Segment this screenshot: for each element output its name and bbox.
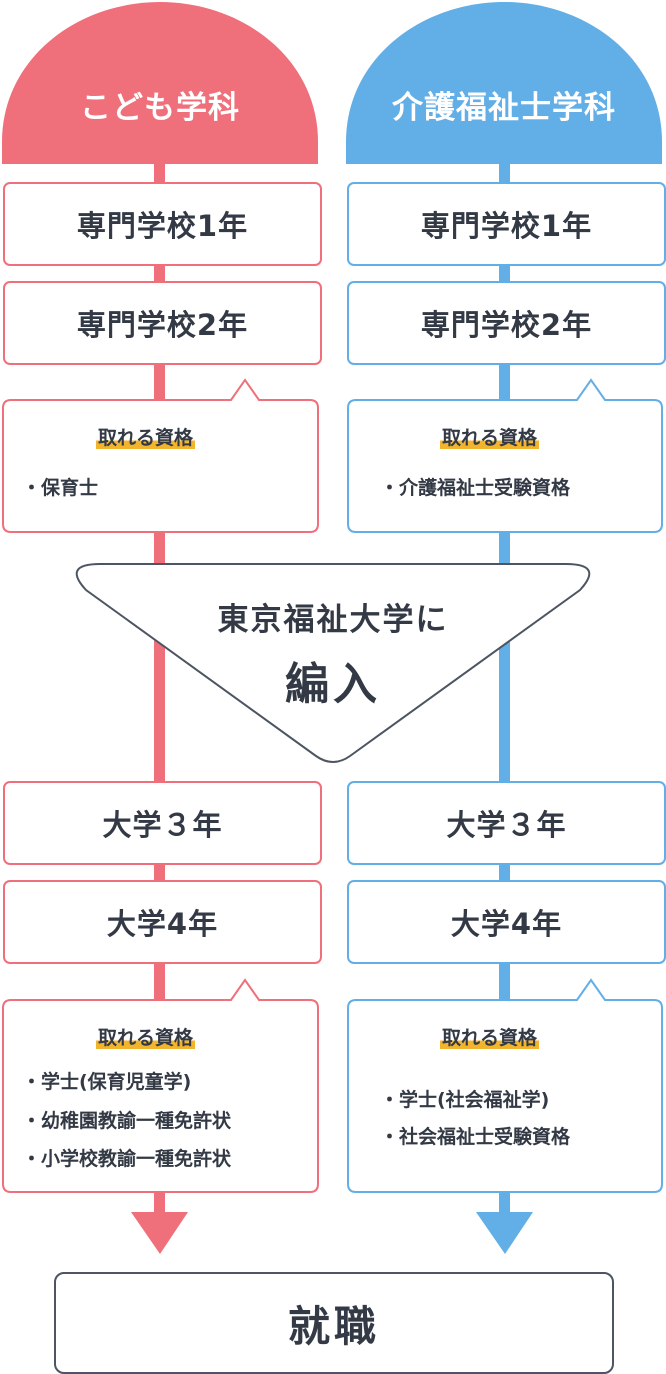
kodomo-qual-item: ・幼稚園教諭一種免許状 [22,1110,232,1132]
merge-text-line2: 編入 [285,659,381,710]
kodomo-qual-title: 取れる資格 [96,1027,196,1049]
kaigo-qual-title: 取れる資格 [440,1027,540,1049]
kaigo-qual-item: ・社会福祉士受験資格 [380,1126,571,1148]
kaigo-qual-item: ・学士(社会福祉学) [380,1089,550,1111]
kaigo-year-box: 大学３年 [347,781,666,865]
kodomo-qual-item: ・保育士 [22,477,99,499]
kaigo-qual-title: 取れる資格 [440,427,540,449]
kaigo-flow-line [499,150,510,1220]
merge-text-line1: 東京福祉大学に [217,602,449,638]
merge-triangle [75,563,591,763]
kodomo-qual-bubble-2 [2,978,319,1193]
kaigo-year-box: 大学4年 [347,880,666,964]
kaigo-year-box: 専門学校1年 [347,182,666,266]
kodomo-year-box: 専門学校1年 [3,182,322,266]
kodomo-flow-line [154,150,165,1220]
kodomo-year-box: 専門学校2年 [3,281,322,365]
kaigo-qual-bubble-1 [347,378,663,533]
kodomo-qual-item: ・小学校教諭一種免許状 [22,1148,232,1170]
kaigo-department-title: 介護福祉士学科 [392,90,616,126]
kodomo-qual-item: ・学士(保育児童学) [22,1071,192,1093]
kaigo-arrow-head [476,1212,533,1254]
kodomo-year-box: 大学4年 [3,880,322,964]
kodomo-qual-title: 取れる資格 [96,427,196,449]
kaigo-qual-item: ・介護福祉士受験資格 [380,477,571,499]
kodomo-department-title: こども学科 [80,90,240,126]
kaigo-year-box: 専門学校2年 [347,281,666,365]
kaigo-header-dome [346,2,662,164]
kodomo-header-dome [2,2,318,164]
kaigo-qual-bubble-2 [347,978,663,1193]
employment-box: 就職 [54,1272,614,1374]
kodomo-qual-bubble-1 [2,378,319,533]
kodomo-arrow-head [131,1212,188,1254]
kodomo-year-box: 大学３年 [3,781,322,865]
